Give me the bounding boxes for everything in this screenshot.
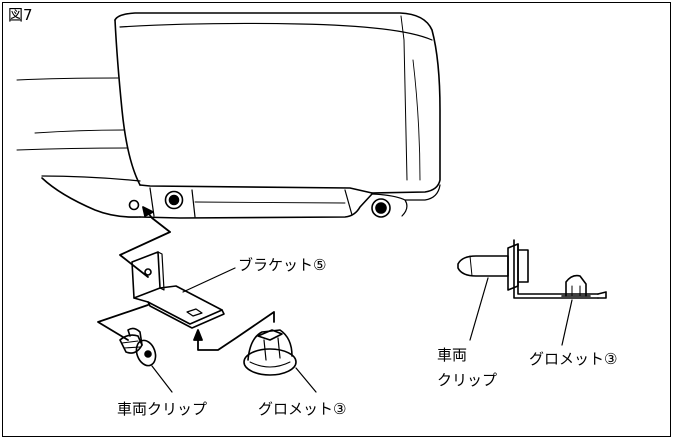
- bumper-bolt-left: [164, 190, 184, 210]
- figure-frame: [2, 2, 671, 437]
- install-arrow-upper: [119, 206, 171, 278]
- detail-bracket: [513, 239, 607, 299]
- bracket-part: [131, 251, 225, 329]
- figure-label: 図7: [8, 6, 33, 24]
- detail-grommet-leader: [561, 299, 573, 346]
- detail-grommet-part: [561, 274, 591, 297]
- detail-vehicle-clip-label-line1: 車両: [437, 346, 468, 364]
- detail-clip-leader: [469, 277, 489, 341]
- vehicle-clip-label: 車両クリップ: [117, 400, 208, 418]
- clip-leader-bottom: [151, 365, 173, 393]
- detail-vehicle-clip-label-line2: クリップ: [437, 371, 498, 389]
- vehicle-clip-part: [119, 327, 157, 367]
- grommet-label: グロメット③: [258, 400, 347, 418]
- bracket-leader: [182, 267, 236, 293]
- grommet-leader-bottom: [295, 367, 317, 393]
- grommet-part: [243, 329, 297, 376]
- install-arrow-lower: [97, 304, 275, 351]
- bracket-label: ブラケット⑤: [238, 256, 327, 274]
- vehicle-bumper: [16, 12, 441, 219]
- bumper-bolt-right: [371, 198, 391, 218]
- detail-grommet-label: グロメット③: [529, 350, 618, 368]
